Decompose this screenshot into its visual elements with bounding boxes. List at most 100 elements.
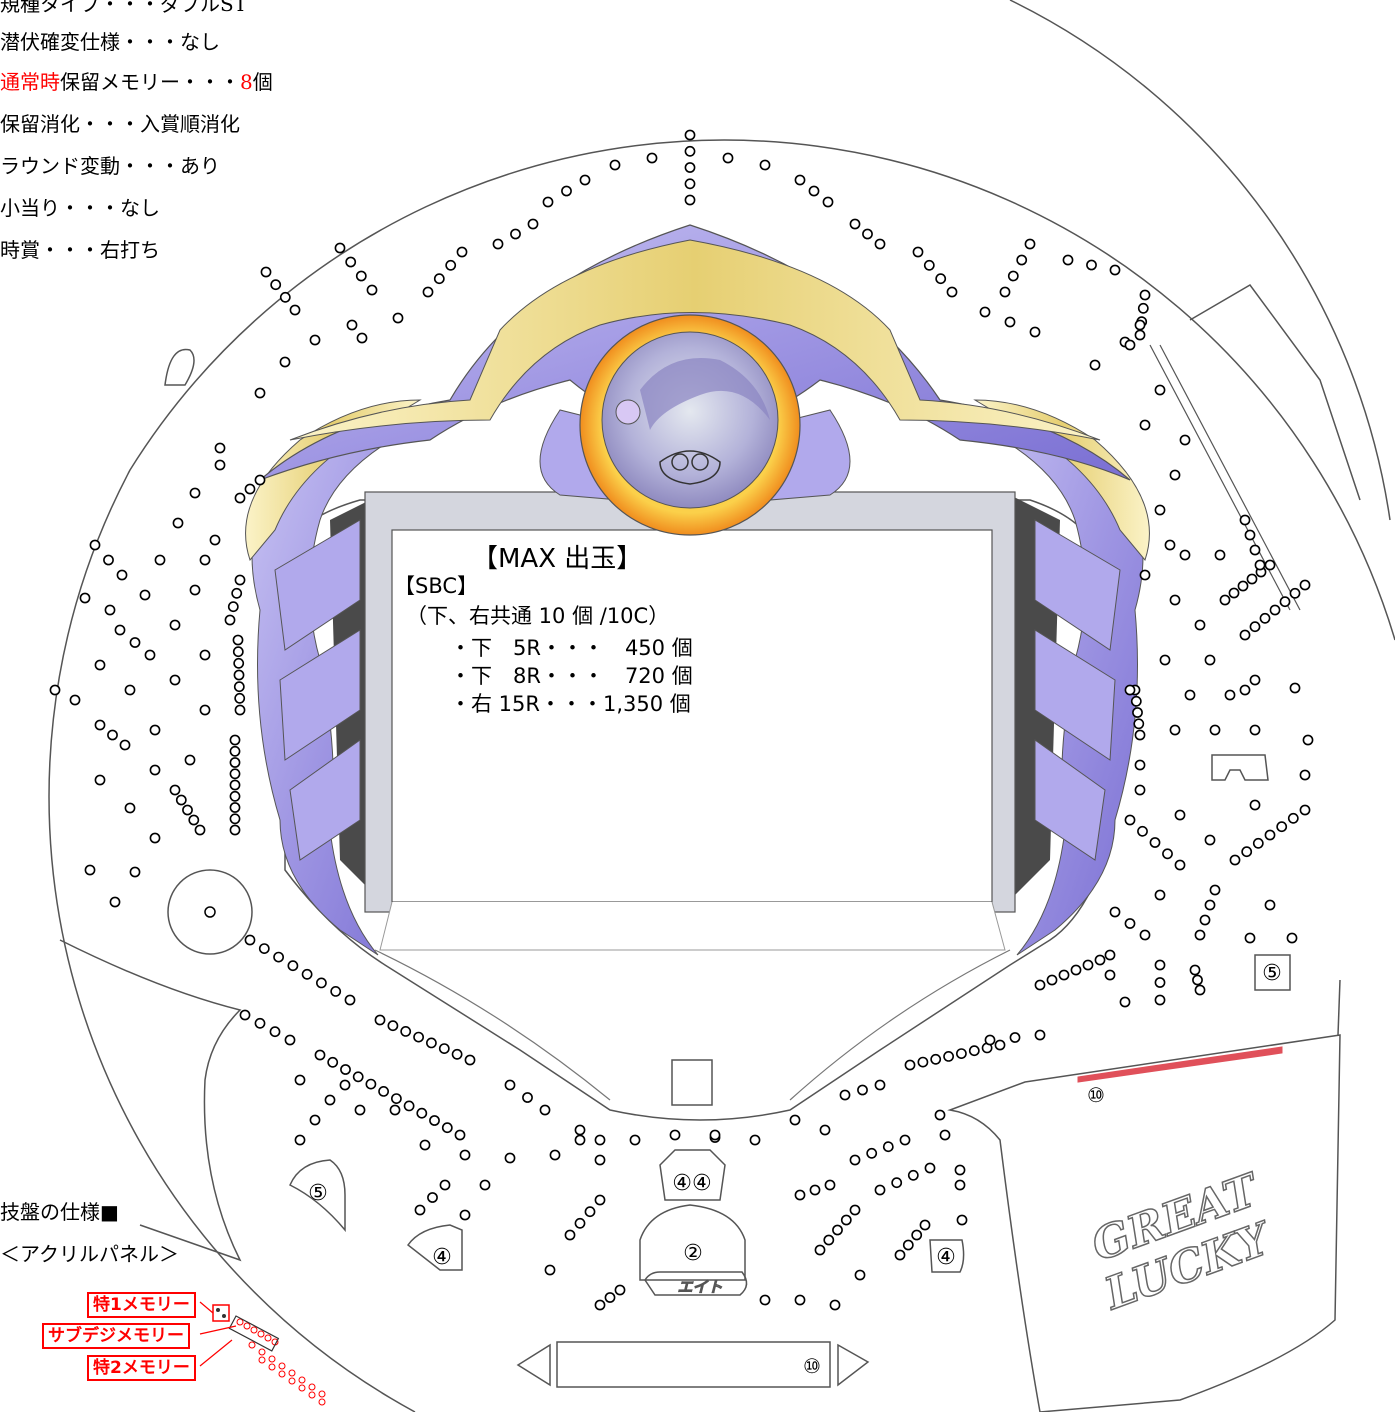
left-pocket-4 bbox=[406, 1224, 463, 1271]
nail-pin bbox=[227, 601, 239, 613]
nail-pin bbox=[94, 659, 106, 671]
nail-pin bbox=[378, 1086, 389, 1097]
payout-row: ・右 15R・・・1,350 個 bbox=[450, 692, 691, 716]
nail-pin bbox=[1204, 834, 1216, 846]
nail-pin bbox=[464, 1054, 476, 1066]
nail-pin bbox=[425, 1037, 437, 1049]
nail-pin bbox=[231, 587, 243, 599]
nail-pin bbox=[1154, 889, 1166, 901]
nail-pin bbox=[907, 1169, 919, 1181]
center-pocket-2-label: ② bbox=[683, 1241, 703, 1266]
nail-pin bbox=[365, 1078, 377, 1090]
nail-pin bbox=[229, 745, 241, 757]
nail-pin bbox=[684, 129, 696, 141]
left-pocket-4-label: ④ bbox=[432, 1245, 452, 1270]
nail-pin bbox=[1134, 729, 1146, 741]
nail-pin bbox=[1199, 914, 1211, 926]
nail-pin bbox=[89, 539, 101, 551]
right-rail bbox=[1189, 284, 1361, 501]
nail-pin bbox=[956, 1214, 968, 1226]
nail-pin bbox=[301, 968, 313, 980]
nail-pin bbox=[1192, 974, 1203, 986]
nail-pin bbox=[904, 1059, 916, 1071]
nail-pin bbox=[199, 649, 211, 661]
nail-pin bbox=[229, 768, 241, 780]
nail-pin bbox=[234, 704, 246, 716]
nail-pin bbox=[946, 286, 958, 298]
nail-pin bbox=[374, 1014, 386, 1026]
spec-type-line: 規種タイプ・・・ダブルST bbox=[0, 0, 248, 16]
nail-pin bbox=[759, 1294, 771, 1306]
nail-pin bbox=[144, 649, 156, 661]
nail-pin bbox=[1264, 559, 1276, 571]
nail-pin bbox=[968, 1045, 980, 1057]
nail-pin bbox=[1139, 929, 1151, 941]
nail-pin bbox=[315, 977, 327, 989]
nail-pin bbox=[119, 739, 131, 751]
nail-pin bbox=[911, 1229, 923, 1241]
nail-pin bbox=[1094, 954, 1106, 966]
nail-pin bbox=[456, 246, 468, 258]
nail-pin bbox=[94, 774, 106, 786]
nail-pin bbox=[49, 684, 61, 696]
nail-pin bbox=[1254, 559, 1266, 571]
nail-pin bbox=[330, 986, 342, 997]
nail-pin bbox=[1259, 612, 1271, 624]
nail-pin bbox=[1124, 918, 1136, 929]
nail-pin bbox=[564, 1229, 576, 1241]
nail-pin bbox=[1046, 974, 1058, 986]
nail-pin bbox=[269, 1026, 281, 1038]
nail-pin bbox=[234, 692, 246, 704]
nail-pin bbox=[1009, 1032, 1021, 1043]
nail-pin bbox=[1239, 684, 1251, 696]
nail-pin bbox=[324, 1094, 336, 1106]
nail-pin bbox=[229, 779, 241, 791]
toku1-memory-label: 特1メモリー bbox=[87, 1292, 196, 1318]
nail-pin bbox=[1169, 469, 1181, 481]
nail-pin bbox=[924, 1162, 936, 1174]
nail-pin bbox=[1264, 829, 1276, 841]
nail-pin bbox=[1237, 580, 1249, 592]
nail-pin bbox=[1244, 932, 1256, 944]
nail-pin bbox=[149, 764, 161, 776]
nail-pin bbox=[999, 286, 1011, 298]
right-small-gate bbox=[1211, 754, 1269, 781]
nail-pin bbox=[244, 483, 256, 495]
nail-pin bbox=[684, 145, 696, 157]
nail-pin bbox=[1194, 619, 1206, 631]
nail-pin bbox=[1286, 932, 1298, 944]
nail-pin bbox=[1139, 569, 1151, 581]
nail-pin bbox=[722, 152, 734, 164]
nail-pin bbox=[154, 554, 166, 566]
nail-pin bbox=[1241, 846, 1253, 858]
sbc-subtitle: （下、右共通 10 個 /10C） bbox=[406, 604, 670, 628]
center-pocket-44 bbox=[659, 1149, 726, 1201]
nail-pin bbox=[416, 1107, 428, 1119]
nail-pin bbox=[346, 319, 358, 331]
nail-pin bbox=[1062, 254, 1074, 266]
memory-lamps bbox=[199, 1301, 326, 1406]
nail-pin bbox=[629, 1134, 641, 1146]
nail-pin bbox=[390, 1093, 402, 1104]
nail-pin bbox=[345, 256, 357, 268]
nail-pins bbox=[49, 129, 1314, 1311]
nail-pin bbox=[854, 1269, 866, 1281]
nail-pin bbox=[1287, 812, 1299, 824]
nail-pin bbox=[129, 637, 141, 648]
nail-pin bbox=[214, 442, 226, 454]
nail-pin bbox=[188, 814, 200, 826]
nail-pin bbox=[352, 1071, 364, 1083]
nail-pin bbox=[287, 960, 299, 972]
nail-pin bbox=[172, 517, 184, 529]
nail-pin bbox=[279, 291, 291, 303]
nail-pin bbox=[956, 1048, 967, 1059]
nail-pin bbox=[874, 1184, 886, 1196]
nail-pin bbox=[254, 387, 266, 399]
spec-hold-memory-mid: 保留メモリー・・・ bbox=[60, 70, 240, 94]
nail-pin bbox=[1137, 302, 1149, 314]
nail-pin bbox=[327, 1056, 339, 1068]
toku2-memory-label: 特2メモリー bbox=[87, 1355, 196, 1381]
nail-pin bbox=[340, 1064, 351, 1075]
nail-pin bbox=[899, 1134, 911, 1146]
nail-pin bbox=[1004, 316, 1016, 328]
